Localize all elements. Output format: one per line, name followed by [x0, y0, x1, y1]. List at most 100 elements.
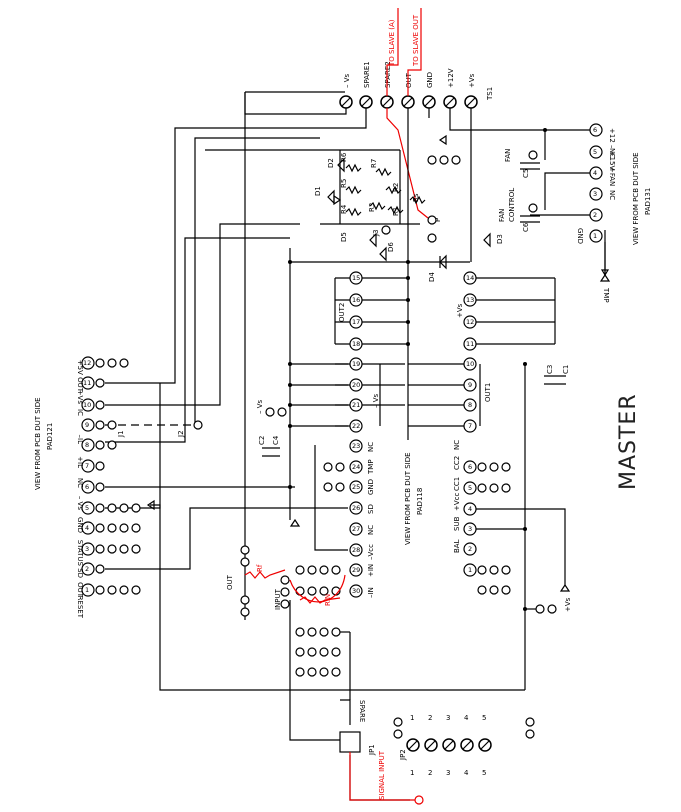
pad121-labels: RESET OUT SD STATUS GND – Vs NC +IL –IL … [76, 360, 84, 619]
pad131-connector: VIEW FROM PCB DUT SIDE PAD131 6 5 4 3 2 … [576, 123, 652, 303]
components: C3 C1 C2 C4 D4 D3 D5 D6 D1 D2 [146, 134, 611, 592]
diode-d5-d6: D5 D6 [340, 232, 395, 262]
pad121-pin-3-num: 3 [85, 545, 89, 553]
pad118-outer-pins: 15 16 17 18 19 20 21 22 23 24 25 26 27 2… [349, 271, 363, 598]
j1-label: J1 [117, 430, 125, 438]
jp2-bottom-num-3: 3 [446, 769, 450, 777]
pad118-pin-28: 28 [352, 546, 360, 554]
pad118-pin-10: 10 [466, 360, 474, 368]
d2-label: D2 [327, 158, 335, 168]
pad118-inner-labels: NC CC2 CC1 +Vcc SUB BAL [453, 440, 461, 553]
fan-control-line2: CONTROL [508, 188, 516, 222]
pad131-pin-4: 4 [593, 169, 597, 177]
pad118-pin-20: 20 [352, 381, 360, 389]
jp1-box [339, 731, 361, 753]
pad121-pin-1-num: 1 [85, 586, 89, 594]
pad118-label-nc-6: NC [453, 440, 461, 450]
pad121-pin-7-num: 7 [85, 462, 89, 470]
pad118-pin-16: 16 [352, 296, 360, 304]
pad121-pins: 1 2 3 4 5 6 7 8 9 10 11 12 [81, 356, 95, 597]
capacitor-c1-c3: C3 C1 [544, 365, 570, 385]
pad121-label-reset: RESET [76, 596, 84, 619]
pad118-label-minus-in: –IN [367, 587, 375, 598]
pad131-pin-3: 3 [593, 190, 597, 198]
misc-rings [477, 585, 557, 614]
fan-control-line1: FAN [498, 209, 506, 222]
jp2-top-num-3: 3 [446, 714, 450, 722]
r7-label: R7 [370, 159, 378, 168]
pad121-pin-6-num: 6 [85, 483, 89, 491]
pad118-pin-19: 19 [352, 360, 360, 368]
jumper-section: JP1 JP2 SIGNAL INPUT 1 2 3 4 5 1 2 3 4 5 [339, 714, 535, 805]
pad118-label-nc-23: NC [367, 442, 375, 452]
pad118-pin-13: 13 [466, 296, 474, 304]
pad118-pin-7: 7 [468, 422, 472, 430]
pad118-label-cc2: CC2 [453, 456, 461, 470]
pad121-label-minus-vs: – Vs [76, 496, 84, 511]
slave-wiring [386, 8, 429, 219]
r1-label: R1 [392, 207, 400, 216]
jp2-top-num-2: 2 [428, 714, 432, 722]
pad118-pin-5: 5 [468, 484, 472, 492]
out-label: OUT [226, 574, 234, 590]
pad118-pin-26: 26 [352, 504, 360, 512]
top-label-spare1: SPARE1 [363, 61, 371, 88]
pad121-label-sd: SD [76, 568, 84, 578]
minus-vs-label: – Vs [256, 399, 264, 414]
pad121-caption-line1: VIEW FROM PCB DUT SIDE [34, 397, 42, 490]
pad121-label-gnd: GND [76, 517, 84, 533]
pad118-label-tmp: TMP [367, 459, 375, 475]
bus-label-plus-vs: +Vs [456, 303, 464, 318]
bus-label-out1: OUT1 [484, 383, 492, 402]
p-label: P [434, 218, 442, 222]
pad118-pin-6: 6 [468, 463, 472, 471]
d3-label: D3 [496, 234, 504, 244]
pad118-pin-18: 18 [352, 340, 360, 348]
pad118-label-sd: SD [367, 504, 375, 514]
jp2-rows: 1 2 3 4 5 1 2 3 4 5 [393, 714, 535, 777]
d5-label: D5 [340, 232, 348, 242]
pad118-pin-15: 15 [352, 274, 360, 282]
top-label-out: OUT [405, 72, 413, 88]
pad118-pin-22: 22 [352, 422, 360, 430]
pad121-label-nc: NC [76, 478, 84, 488]
j3-label: J3 [372, 229, 380, 237]
pad131-pin-1: 1 [593, 232, 597, 240]
diode-d4: D4 [428, 254, 447, 282]
pad121-rings [95, 358, 203, 595]
pad131-caption-line2: PAD131 [644, 188, 652, 215]
d1-label: D1 [314, 186, 322, 196]
pad121-connector: VIEW FROM PCB DUT SIDE PAD121 1 2 3 4 5 … [34, 356, 203, 619]
pad121-pin-11-num: 11 [83, 379, 91, 387]
spare-label: SPARE [358, 700, 366, 722]
bus-label-out2: OUT2 [338, 303, 346, 322]
pad131-pin-2: 2 [593, 211, 597, 219]
r3-label: R3 [368, 203, 376, 212]
pad121-label-ic: IC [76, 409, 84, 416]
pad118-label-minus-vcc: –Vcc [367, 544, 375, 560]
pad118-label-plus-in: +IN [367, 564, 375, 577]
pad118-inner-pins: 14 13 12 11 10 9 8 7 6 5 4 3 2 1 [463, 271, 477, 577]
pad118-label-gnd: GND [367, 479, 375, 495]
pad118-label-plus-vcc: +Vcc [453, 492, 461, 511]
pad121-caption-line2: PAD121 [46, 423, 54, 450]
pad118-pin-14: 14 [466, 274, 474, 282]
r4-label: R4 [340, 204, 348, 214]
pad131-label-12-15v: +12 – +15V [608, 128, 616, 170]
pad121-pin-10-num: 10 [83, 401, 91, 409]
fan-circuit: FAN FAN CONTROL C5 C6 [498, 149, 540, 232]
pad118-caption-line1: VIEW FROM PCB DUT SIDE [404, 452, 412, 545]
pad118-label-nc-27: NC [367, 525, 375, 535]
top-label-spare2: SPARE2 [384, 61, 392, 88]
c5-label: C5 [522, 169, 530, 178]
r2-label: R2 [392, 183, 400, 192]
plus-vs-label: +Vs [564, 597, 572, 612]
c1-label: C1 [562, 365, 570, 374]
pad118-pin-24: 24 [352, 463, 360, 471]
pad121-pin-12-num: 12 [83, 359, 91, 367]
pad121-pin-4-num: 4 [85, 524, 89, 532]
rf-label: Rf [256, 564, 264, 572]
pad121-pin-2-num: 2 [85, 565, 89, 573]
pad118-pin-27: 27 [352, 525, 360, 533]
